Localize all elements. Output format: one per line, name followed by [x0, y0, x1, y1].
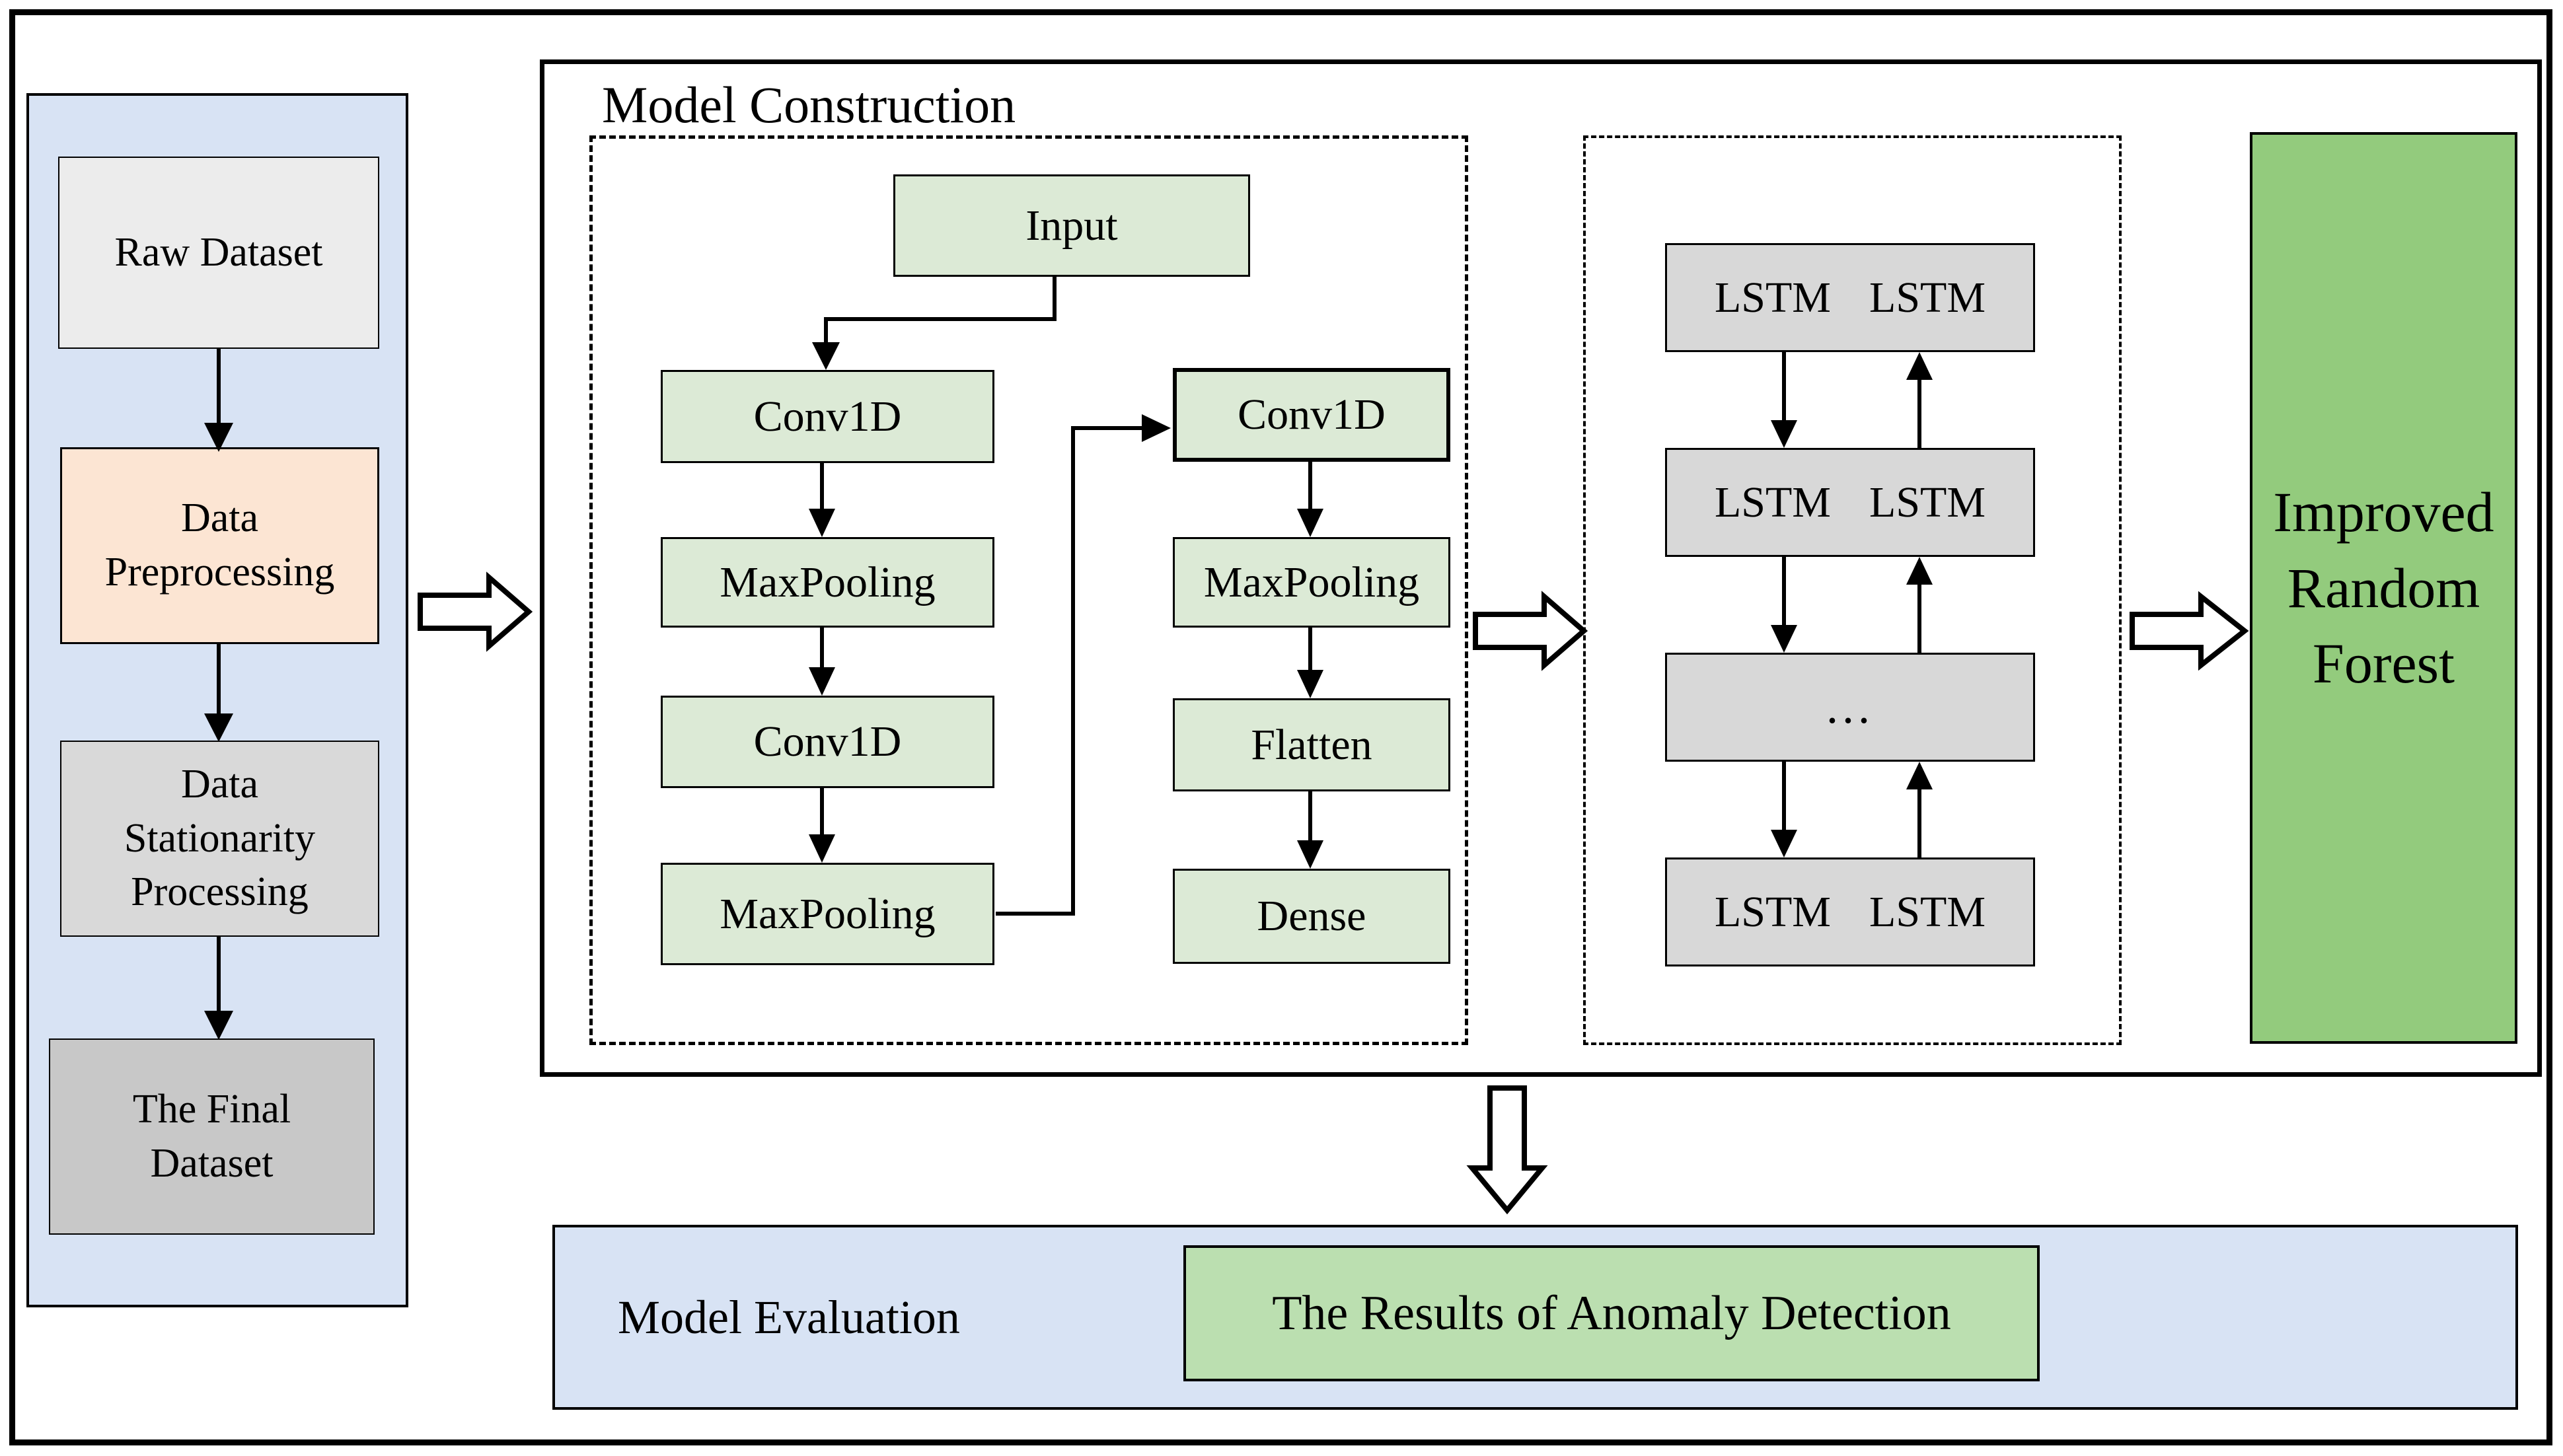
- cnn-box-conv1d-2: Conv1D: [661, 696, 994, 788]
- cnn-input-box: Input: [893, 174, 1250, 277]
- lstm-label: LSTM: [1714, 478, 1831, 527]
- cnn-box-maxpooling-1: MaxPooling: [661, 537, 994, 628]
- lstm-row-2: LSTM LSTM: [1665, 448, 2035, 557]
- stage-box-final-dataset: The Final Dataset: [49, 1038, 375, 1235]
- improved-random-forest-box: Improved Random Forest: [2250, 132, 2517, 1044]
- lstm-row-1: LSTM LSTM: [1665, 243, 2035, 352]
- stage-box-data-preprocessing: Data Preprocessing: [60, 447, 379, 644]
- model-evaluation-title: Model Evaluation: [618, 1290, 960, 1344]
- lstm-ellipsis-row: ...: [1665, 653, 2035, 762]
- cnn-dashed-box: [589, 135, 1468, 1045]
- cnn-box-conv1d-1: Conv1D: [661, 370, 994, 463]
- anomaly-detection-results-box: The Results of Anomaly Detection: [1183, 1245, 2040, 1381]
- cnn-box-flatten: Flatten: [1173, 698, 1450, 791]
- cnn-box-dense: Dense: [1173, 869, 1450, 964]
- ellipsis-label: ...: [1826, 680, 1874, 733]
- stage-box-raw-dataset: Raw Dataset: [58, 157, 379, 349]
- lstm-dashed-box: [1583, 135, 2122, 1045]
- lstm-label: LSTM: [1714, 887, 1831, 936]
- lstm-label: LSTM: [1869, 273, 1986, 322]
- stage-box-data-stationarity: Data Stationarity Processing: [60, 741, 379, 937]
- cnn-box-maxpooling-3: MaxPooling: [1173, 537, 1450, 628]
- lstm-row-3: LSTM LSTM: [1665, 857, 2035, 966]
- cnn-box-maxpooling-2: MaxPooling: [661, 863, 994, 965]
- lstm-label: LSTM: [1714, 273, 1831, 322]
- cnn-box-conv1d-3: Conv1D: [1173, 368, 1450, 462]
- lstm-label: LSTM: [1869, 887, 1986, 936]
- model-construction-title: Model Construction: [602, 76, 1016, 133]
- lstm-label: LSTM: [1869, 478, 1986, 527]
